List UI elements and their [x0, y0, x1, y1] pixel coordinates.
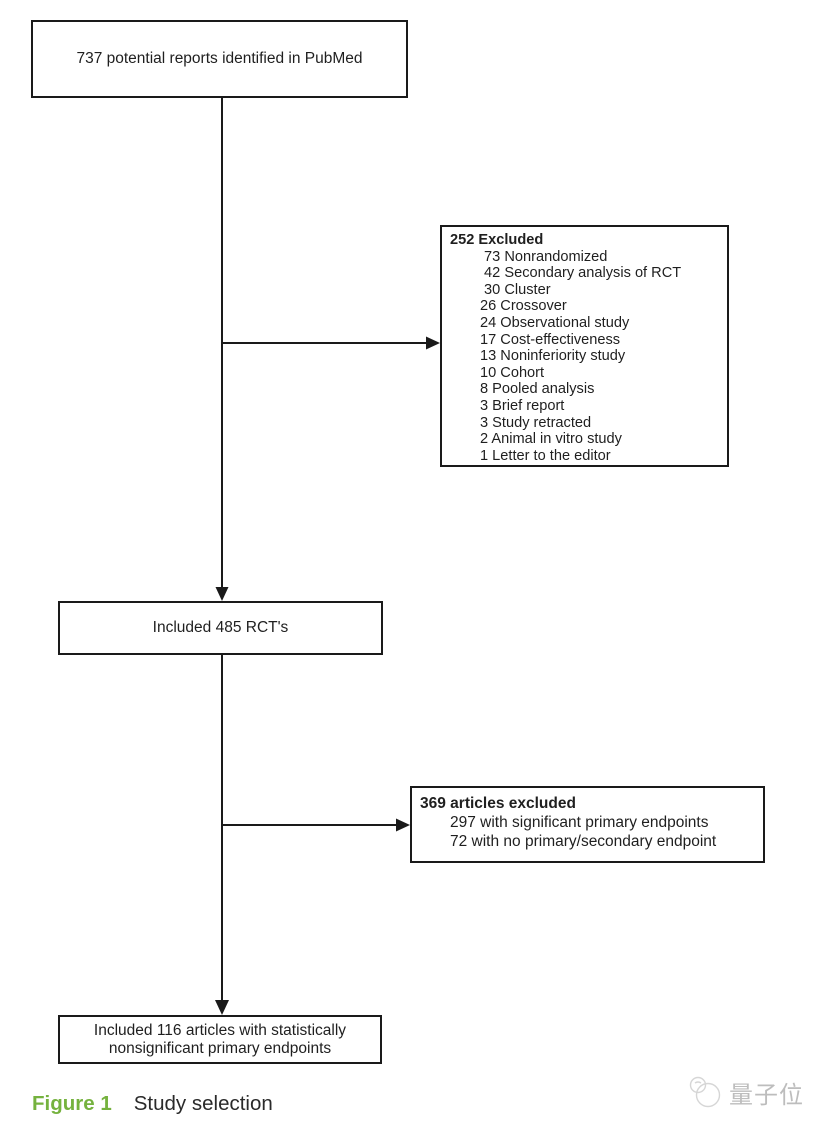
- excluded-item: 2 Animal in vitro study: [480, 431, 622, 448]
- excluded-item: 17 Cost-effectiveness: [480, 331, 621, 348]
- flow-box-excluded: 252 Excluded 73 Nonrandomized 42 Seconda…: [440, 225, 729, 467]
- articles-excluded-header: 369 articles excluded: [420, 795, 576, 812]
- arrowhead-down-icon: [215, 587, 229, 601]
- excluded-item: 26 Crossover: [480, 298, 567, 315]
- figure-caption: Figure 1 Study selection: [32, 1092, 273, 1116]
- flow-box-identified: 737 potential reports identified in PubM…: [31, 20, 408, 98]
- flow-box-articles-excluded: 369 articles excluded 297 with significa…: [410, 786, 765, 863]
- excluded-item: 73 Nonrandomized: [480, 248, 608, 265]
- articles-excluded-item: 72 with no primary/secondary endpoint: [450, 833, 717, 850]
- excluded-item: 3 Study retracted: [480, 414, 592, 431]
- excluded-item: 30 Cluster: [480, 281, 551, 298]
- flow-box-included-rcts: Included 485 RCT's: [58, 601, 383, 655]
- figure-caption-title: Study selection: [133, 1092, 273, 1115]
- excluded-item: 10 Cohort: [480, 364, 545, 381]
- watermark-text: 量子位: [729, 1081, 804, 1109]
- arrowhead-down-icon: [215, 1000, 229, 1015]
- qbitai-logo-icon: [689, 1076, 721, 1108]
- articles-excluded-item: 297 with significant primary endpoints: [450, 814, 709, 831]
- excluded-item: 24 Observational study: [480, 314, 630, 331]
- excluded-item: 3 Brief report: [480, 397, 565, 414]
- excluded-item: 13 Noninferiority study: [480, 348, 626, 365]
- watermark: 量子位: [686, 1074, 804, 1110]
- excluded-item: 1 Letter to the editor: [480, 447, 611, 464]
- figure-caption-label: Figure 1: [32, 1092, 112, 1115]
- flow-box-final-included: Included 116 articles with statistically…: [58, 1015, 382, 1064]
- excluded-item: 8 Pooled analysis: [480, 381, 595, 398]
- excluded-header: 252 Excluded: [450, 232, 544, 248]
- final-included-text: Included 116 articles with statistically…: [93, 1021, 347, 1057]
- arrowhead-right-icon: [396, 818, 410, 832]
- included-rcts-text: Included 485 RCT's: [152, 619, 289, 636]
- arrowhead-right-icon: [426, 336, 440, 350]
- identified-text: 737 potential reports identified in PubM…: [76, 50, 363, 67]
- excluded-item: 42 Secondary analysis of RCT: [480, 265, 682, 282]
